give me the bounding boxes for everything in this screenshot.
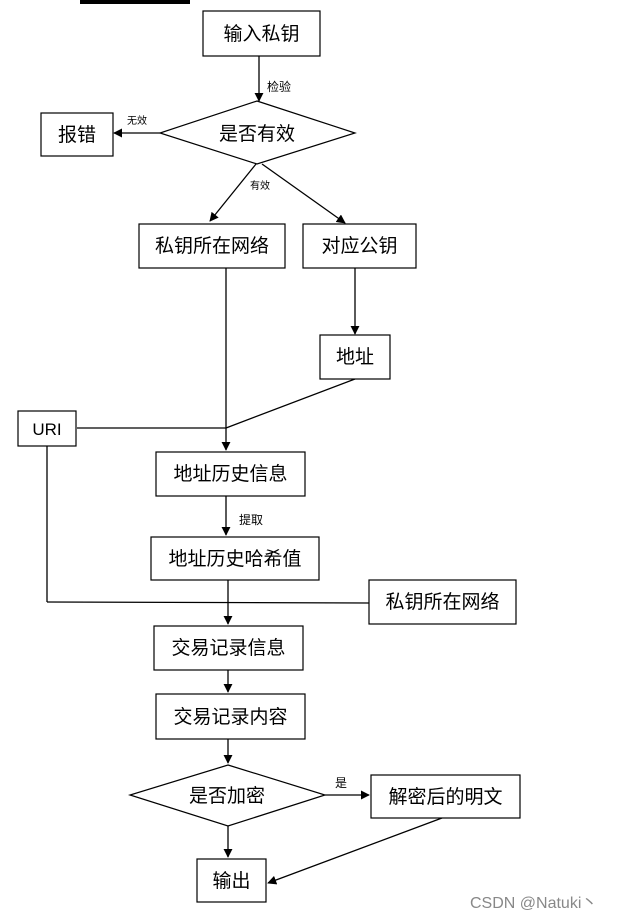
tx-content-box (155, 693, 306, 740)
public-key-box (302, 223, 417, 269)
yes-edge-label: 是 (335, 776, 347, 790)
addr-history-box (155, 451, 306, 497)
tx-content-label: 交易记录内容 (173, 706, 287, 728)
address-label: 地址 (336, 346, 374, 368)
is-valid-diamond (158, 100, 357, 165)
edge-address-join (225, 378, 356, 429)
output-box (196, 858, 267, 903)
check-edge-label: 检验 (267, 79, 291, 94)
network-right-label: 私钥所在网络 (385, 591, 499, 613)
decrypted-label: 解密后的明文 (388, 786, 502, 808)
addr-history-label: 地址历史信息 (173, 463, 287, 485)
edge-valid-to-pubkey (261, 163, 346, 224)
uri-box (17, 410, 77, 447)
input-key-label: 输入私钥 (223, 23, 299, 45)
error-box (40, 112, 114, 157)
cropped-heading-fragment (80, 0, 190, 4)
tx-info-label: 交易记录信息 (171, 637, 285, 659)
edge-join-network-right (46, 601, 370, 604)
csdn-watermark: CSDN @Natuki丶 (470, 895, 597, 912)
valid-edge-label: 有效 (250, 179, 270, 192)
edge-decrypted-to-output (267, 817, 443, 885)
public-key-label: 对应公钥 (321, 235, 397, 257)
addr-hash-box (150, 536, 320, 581)
network-left-label: 私钥所在网络 (155, 235, 269, 257)
is-encrypted-label: 是否加密 (189, 785, 265, 807)
edge-valid-to-network (209, 163, 257, 222)
is-encrypted-diamond (127, 764, 328, 827)
address-box (319, 334, 391, 380)
input-key-box (202, 10, 321, 57)
output-label: 输出 (212, 870, 250, 892)
invalid-edge-label: 无效 (127, 114, 147, 127)
uri-label: URI (32, 420, 61, 439)
network-left-box (138, 223, 286, 269)
decrypted-box (370, 774, 521, 819)
addr-hash-label: 地址历史哈希值 (168, 548, 301, 570)
is-valid-label: 是否有效 (219, 123, 295, 145)
tx-info-box (153, 625, 304, 671)
network-right-box (368, 579, 517, 625)
extract-edge-label: 提取 (239, 512, 263, 527)
error-label: 报错 (58, 124, 96, 146)
